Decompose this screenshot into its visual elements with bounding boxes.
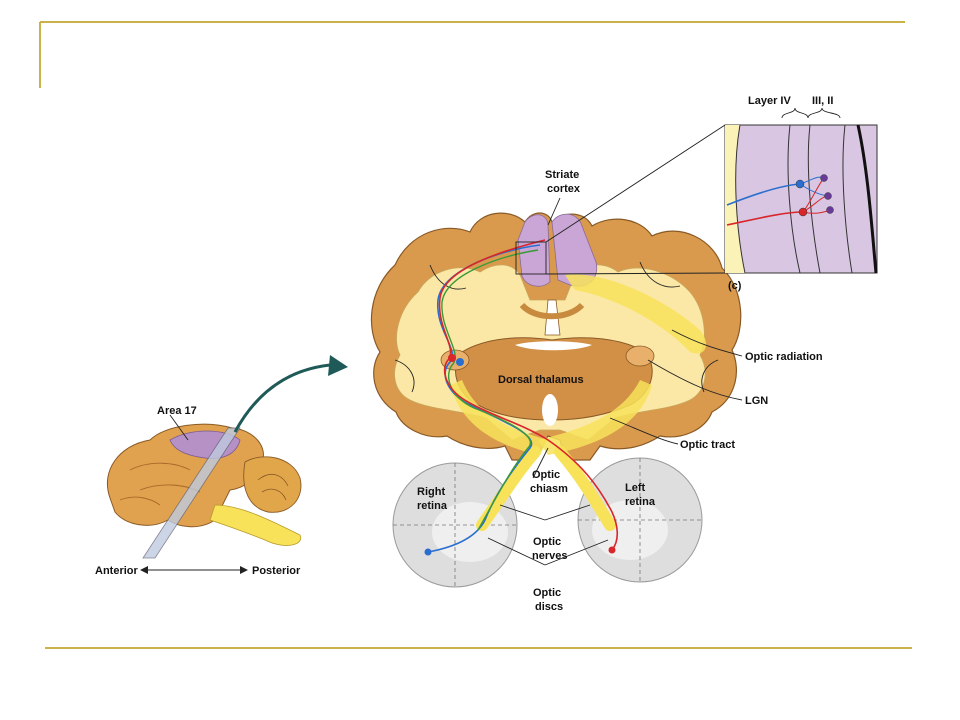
optic-tract-leader	[609, 417, 679, 445]
label-optic-discs-line2: discs	[535, 601, 563, 613]
gyrus-fold-2	[639, 261, 681, 288]
label-striate-line2: cortex	[547, 183, 581, 195]
transition-arrow-head	[328, 355, 348, 376]
label-left-retina-line2: retina	[625, 496, 656, 508]
neural-pathways	[424, 239, 619, 556]
optic-chiasm-leader	[532, 447, 549, 479]
cortex-layer-panel	[515, 107, 878, 275]
red-pathway	[438, 239, 619, 551]
optic-radiation-leader	[671, 329, 743, 357]
lgn-blue-cell	[456, 358, 464, 366]
text-labels: Area 17 Anterior Posterior Striate corte…	[95, 95, 833, 613]
optic-tract-right	[450, 380, 548, 455]
blue-retina-dot	[424, 548, 432, 556]
optic-nerves	[476, 446, 616, 531]
transition-arrow	[233, 363, 331, 433]
label-optic-chiasm-line2: chiasm	[530, 483, 568, 495]
optic-discs-leaders	[487, 537, 609, 566]
red-retina-dot	[608, 546, 616, 554]
leader-lines	[487, 197, 743, 566]
label-right-retina-line1: Right	[417, 486, 445, 498]
lgn-leader	[647, 359, 743, 401]
slide-frame	[39, 21, 912, 649]
callosal-band	[519, 302, 585, 320]
label-layer-iv: Layer IV	[748, 95, 791, 107]
striate-leader	[547, 197, 561, 226]
label-layer-iii-ii: III, II	[812, 95, 833, 107]
label-optic-discs-line1: Optic	[533, 587, 561, 599]
ventricle-top	[515, 341, 592, 351]
green-pathway	[441, 249, 539, 531]
brainstem	[209, 504, 302, 546]
label-left-retina-line1: Left	[625, 482, 646, 494]
anterior-arrowhead	[140, 566, 148, 574]
label-panel-c: (c)	[728, 280, 742, 292]
optic-nerves-leaders	[499, 504, 591, 521]
lgn-left	[625, 345, 655, 367]
label-optic-nerves-line1: Optic	[533, 536, 561, 548]
label-optic-tract: Optic tract	[680, 439, 735, 451]
posterior-arrowhead	[240, 566, 248, 574]
gyrus-fold-3	[394, 359, 415, 393]
area17-leader	[169, 414, 189, 441]
label-right-retina-line2: retina	[417, 500, 448, 512]
label-optic-nerves-line2: nerves	[532, 550, 567, 562]
label-lgn: LGN	[745, 395, 768, 407]
optic-radiation	[565, 274, 707, 354]
optic-tract	[538, 380, 652, 455]
label-dorsal-thalamus: Dorsal thalamus	[498, 374, 584, 386]
label-optic-chiasm-line1: Optic	[532, 469, 560, 481]
label-anterior: Anterior	[95, 565, 139, 577]
label-striate-line1: Striate	[545, 169, 579, 181]
left-retina	[577, 457, 703, 583]
sagittal-brain	[106, 355, 348, 574]
cerebellum-folds	[257, 473, 289, 501]
ventricle-lower	[542, 394, 558, 426]
label-area17: Area 17	[157, 405, 197, 417]
lgn-red-cell	[448, 354, 456, 362]
right-retina	[392, 462, 518, 588]
label-posterior: Posterior	[252, 565, 301, 577]
label-optic-radiation: Optic radiation	[745, 351, 823, 363]
cerebellum	[243, 456, 302, 513]
